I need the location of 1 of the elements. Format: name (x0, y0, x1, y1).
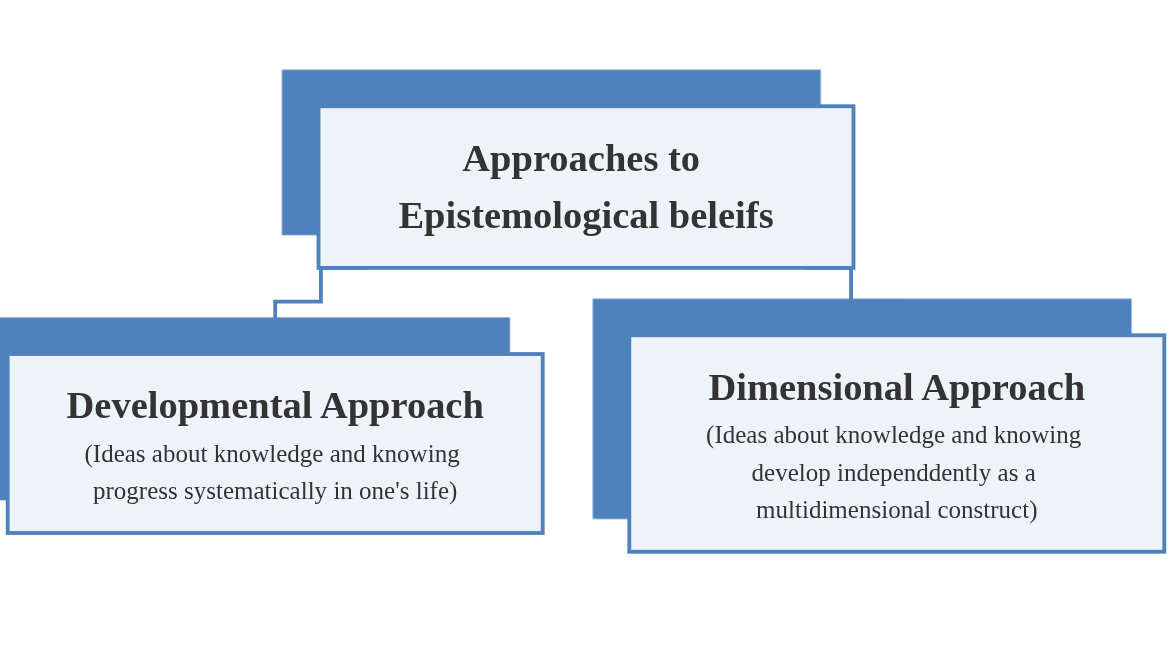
node-box: Developmental Approach (Ideas about knowledge and knowing progress systematically in one's life) (5, 352, 545, 535)
